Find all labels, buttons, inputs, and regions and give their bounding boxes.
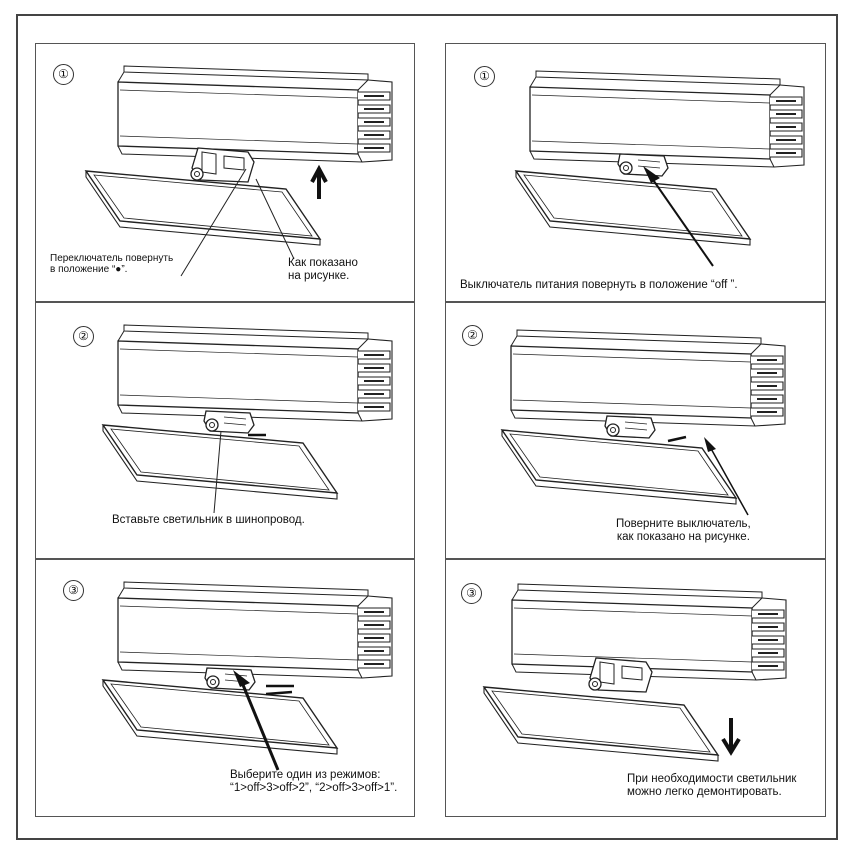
track-rail (529, 70, 805, 168)
track-rail (511, 583, 787, 681)
down-arrow-icon (721, 718, 741, 756)
track-rail (117, 65, 393, 163)
track-adapter (203, 410, 255, 434)
switch-caption: Переключатель повернуть в положение “●”. (50, 253, 174, 275)
track-adapter (204, 667, 256, 691)
right-step2-illustration (500, 329, 786, 516)
led-panel-fixture (514, 170, 752, 246)
remove-caption: При необходимости светильник можно легко… (627, 773, 797, 798)
right-step3-illustration (482, 583, 787, 762)
arrow-head-icon (233, 670, 250, 687)
panel-right-step1: ① Выключатель питания повернуть в положе… (445, 43, 826, 302)
mode-caption: Выберите один из режимов: “1>off>3>off>2… (230, 769, 398, 794)
shown-caption: Как показано на рисунке. (288, 257, 358, 282)
panel-left-step2: ② Вставьте светильник в шинопровод. (35, 302, 415, 559)
step-number: ② (73, 326, 94, 347)
up-arrow-icon (310, 164, 328, 199)
track-rail (510, 329, 786, 427)
panel-right-step2: ② Поверните выключатель, как показано на… (445, 302, 826, 559)
panel-left-step1: ① Переключатель повернуть в положение “●… (35, 43, 415, 302)
led-panel-fixture (101, 679, 339, 755)
right-step1-illustration (514, 70, 805, 267)
track-rail (117, 581, 393, 679)
instruction-sheet (16, 14, 838, 840)
arrow-head-icon (643, 166, 660, 183)
rotate-arrow-icon (667, 435, 687, 443)
led-panel-fixture (84, 170, 322, 246)
track-adapter (190, 147, 255, 183)
leader-line (180, 168, 247, 277)
panel-right-step3: ③ При необходимости светильник можно лег… (445, 559, 826, 817)
left-step1-illustration (84, 65, 393, 277)
insert-caption: Вставьте светильник в шинопровод. (112, 514, 305, 526)
step-number: ② (462, 325, 483, 346)
panel-left-step3: ③ Выберите один из режимов: “1>off>3>off… (35, 559, 415, 817)
step-number: ① (474, 66, 495, 87)
step-number: ③ (461, 583, 482, 604)
leader-line (255, 178, 295, 260)
led-panel-fixture (482, 686, 720, 762)
power-switch-caption: Выключатель питания повернуть в положени… (460, 279, 738, 291)
track-adapter (604, 415, 656, 439)
arrow-head-icon (704, 437, 716, 452)
track-adapter (617, 153, 669, 177)
leader-arrow (239, 679, 280, 771)
leader-arrow (708, 444, 749, 516)
step-number: ① (53, 64, 74, 85)
left-step2-illustration (101, 324, 393, 514)
rotate-caption: Поверните выключатель, как показано на р… (616, 518, 751, 543)
track-rail (117, 324, 393, 422)
led-panel-fixture (101, 424, 339, 500)
step-number: ③ (63, 580, 84, 601)
track-adapter (588, 657, 653, 693)
leader-arrow (648, 173, 714, 267)
mode-arrows-icon (265, 684, 294, 696)
leader-line (213, 430, 222, 514)
left-step3-illustration (101, 581, 393, 771)
led-panel-fixture (500, 429, 738, 505)
